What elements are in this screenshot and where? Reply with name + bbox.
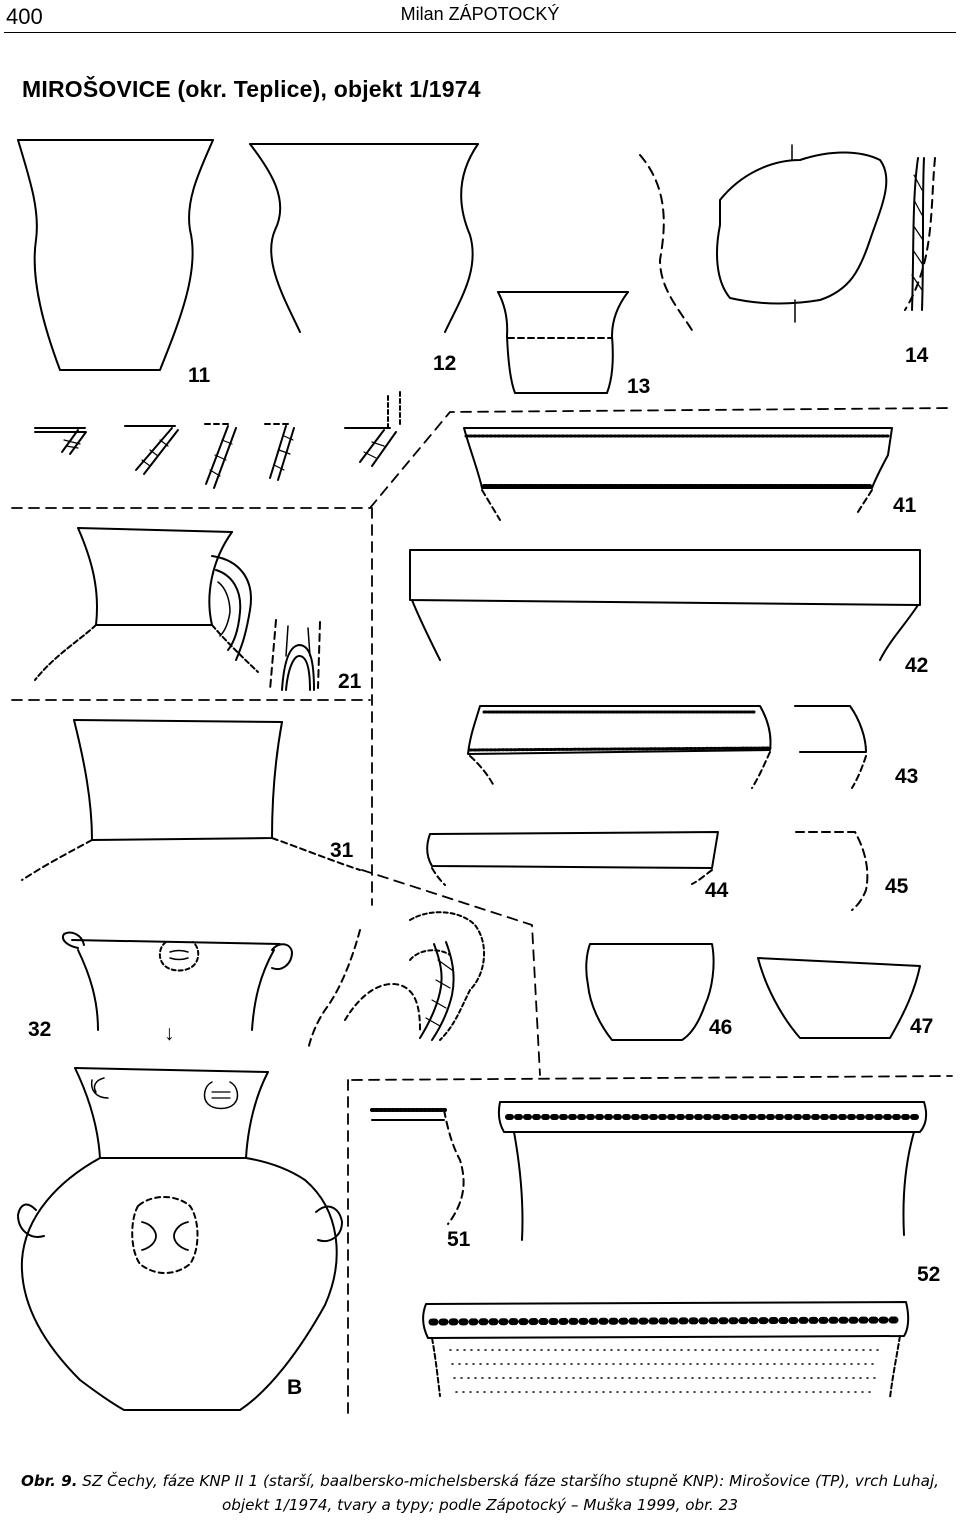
vessel-31-drawing — [21, 719, 361, 881]
caption-label: Obr. 9. — [20, 1472, 78, 1490]
page-number: 400 — [6, 4, 43, 29]
label-46: 46 — [709, 1016, 732, 1039]
vessel-41-drawing — [463, 427, 893, 521]
vessel-32-drawing — [62, 931, 293, 1031]
figure-numbers: 11 12 13 14 21 31 32 41 42 43 44 45 46 4… — [28, 344, 940, 1399]
label-51: 51 — [447, 1228, 471, 1251]
caption-line-1: SZ Čechy, fáze KNP II 1 (starší, baalber… — [77, 1472, 940, 1490]
vessel-46-drawing — [585, 943, 715, 1041]
label-21: 21 — [338, 670, 362, 693]
vessel-44-drawing — [426, 831, 719, 886]
label-42: 42 — [905, 654, 928, 677]
figure-caption: Obr. 9. SZ Čechy, fáze KNP II 1 (starší,… — [8, 1469, 952, 1517]
plate-division-lines — [11, 407, 953, 1421]
vessel-11-drawing — [17, 139, 214, 371]
label-44: 44 — [705, 879, 729, 902]
label-32: 32 — [28, 1018, 51, 1041]
fragment-group-14-drawing — [639, 144, 936, 336]
caption-line-2: objekt 1/1974, tvary a typy; podle Zápot… — [222, 1496, 738, 1514]
header-rule — [4, 32, 956, 33]
vessel-43-drawing — [467, 705, 867, 789]
plate-title-detail: (okr. Teplice), objekt 1/1974 — [170, 76, 481, 102]
vessel-12-drawing — [249, 143, 479, 333]
plate-title: MIROŠOVICE (okr. Teplice), objekt 1/1974 — [22, 76, 481, 103]
vessel-52-lower-drawing — [422, 1301, 910, 1399]
label-43: 43 — [895, 765, 918, 788]
label-31: 31 — [330, 839, 354, 862]
label-52: 52 — [917, 1263, 940, 1286]
label-41: 41 — [893, 494, 917, 517]
label-11: 11 — [188, 364, 211, 387]
vessel-21-drawing — [34, 527, 321, 691]
running-head: 400 Milan ZÁPOTOCKÝ — [0, 0, 960, 34]
vessel-47-drawing — [757, 957, 921, 1039]
label-13: 13 — [627, 375, 650, 398]
vessel-52-drawing — [497, 1101, 928, 1241]
vessel-45-drawing — [795, 831, 869, 911]
handle-fragment-drawing — [307, 911, 486, 1051]
label-45: 45 — [885, 875, 909, 898]
running-head-author: Milan ZÁPOTOCKÝ — [400, 4, 560, 24]
vessel-51-drawing — [370, 1108, 465, 1225]
vessel-13-drawing — [497, 291, 629, 394]
plate-title-site: MIROŠOVICE — [22, 76, 171, 102]
pottery-plate-drawing: ↓ 11 12 13 14 21 31 32 41 42 43 44 45 46… — [11, 139, 953, 1421]
label-14: 14 — [905, 344, 929, 367]
vessel-b-drawing — [17, 1067, 343, 1411]
rim-profiles-drawing — [34, 391, 401, 489]
label-b: B — [287, 1376, 302, 1399]
arrow-glyph: ↓ — [164, 1022, 175, 1045]
label-12: 12 — [433, 352, 456, 375]
vessel-42-drawing — [409, 549, 921, 661]
label-47: 47 — [910, 1015, 933, 1038]
